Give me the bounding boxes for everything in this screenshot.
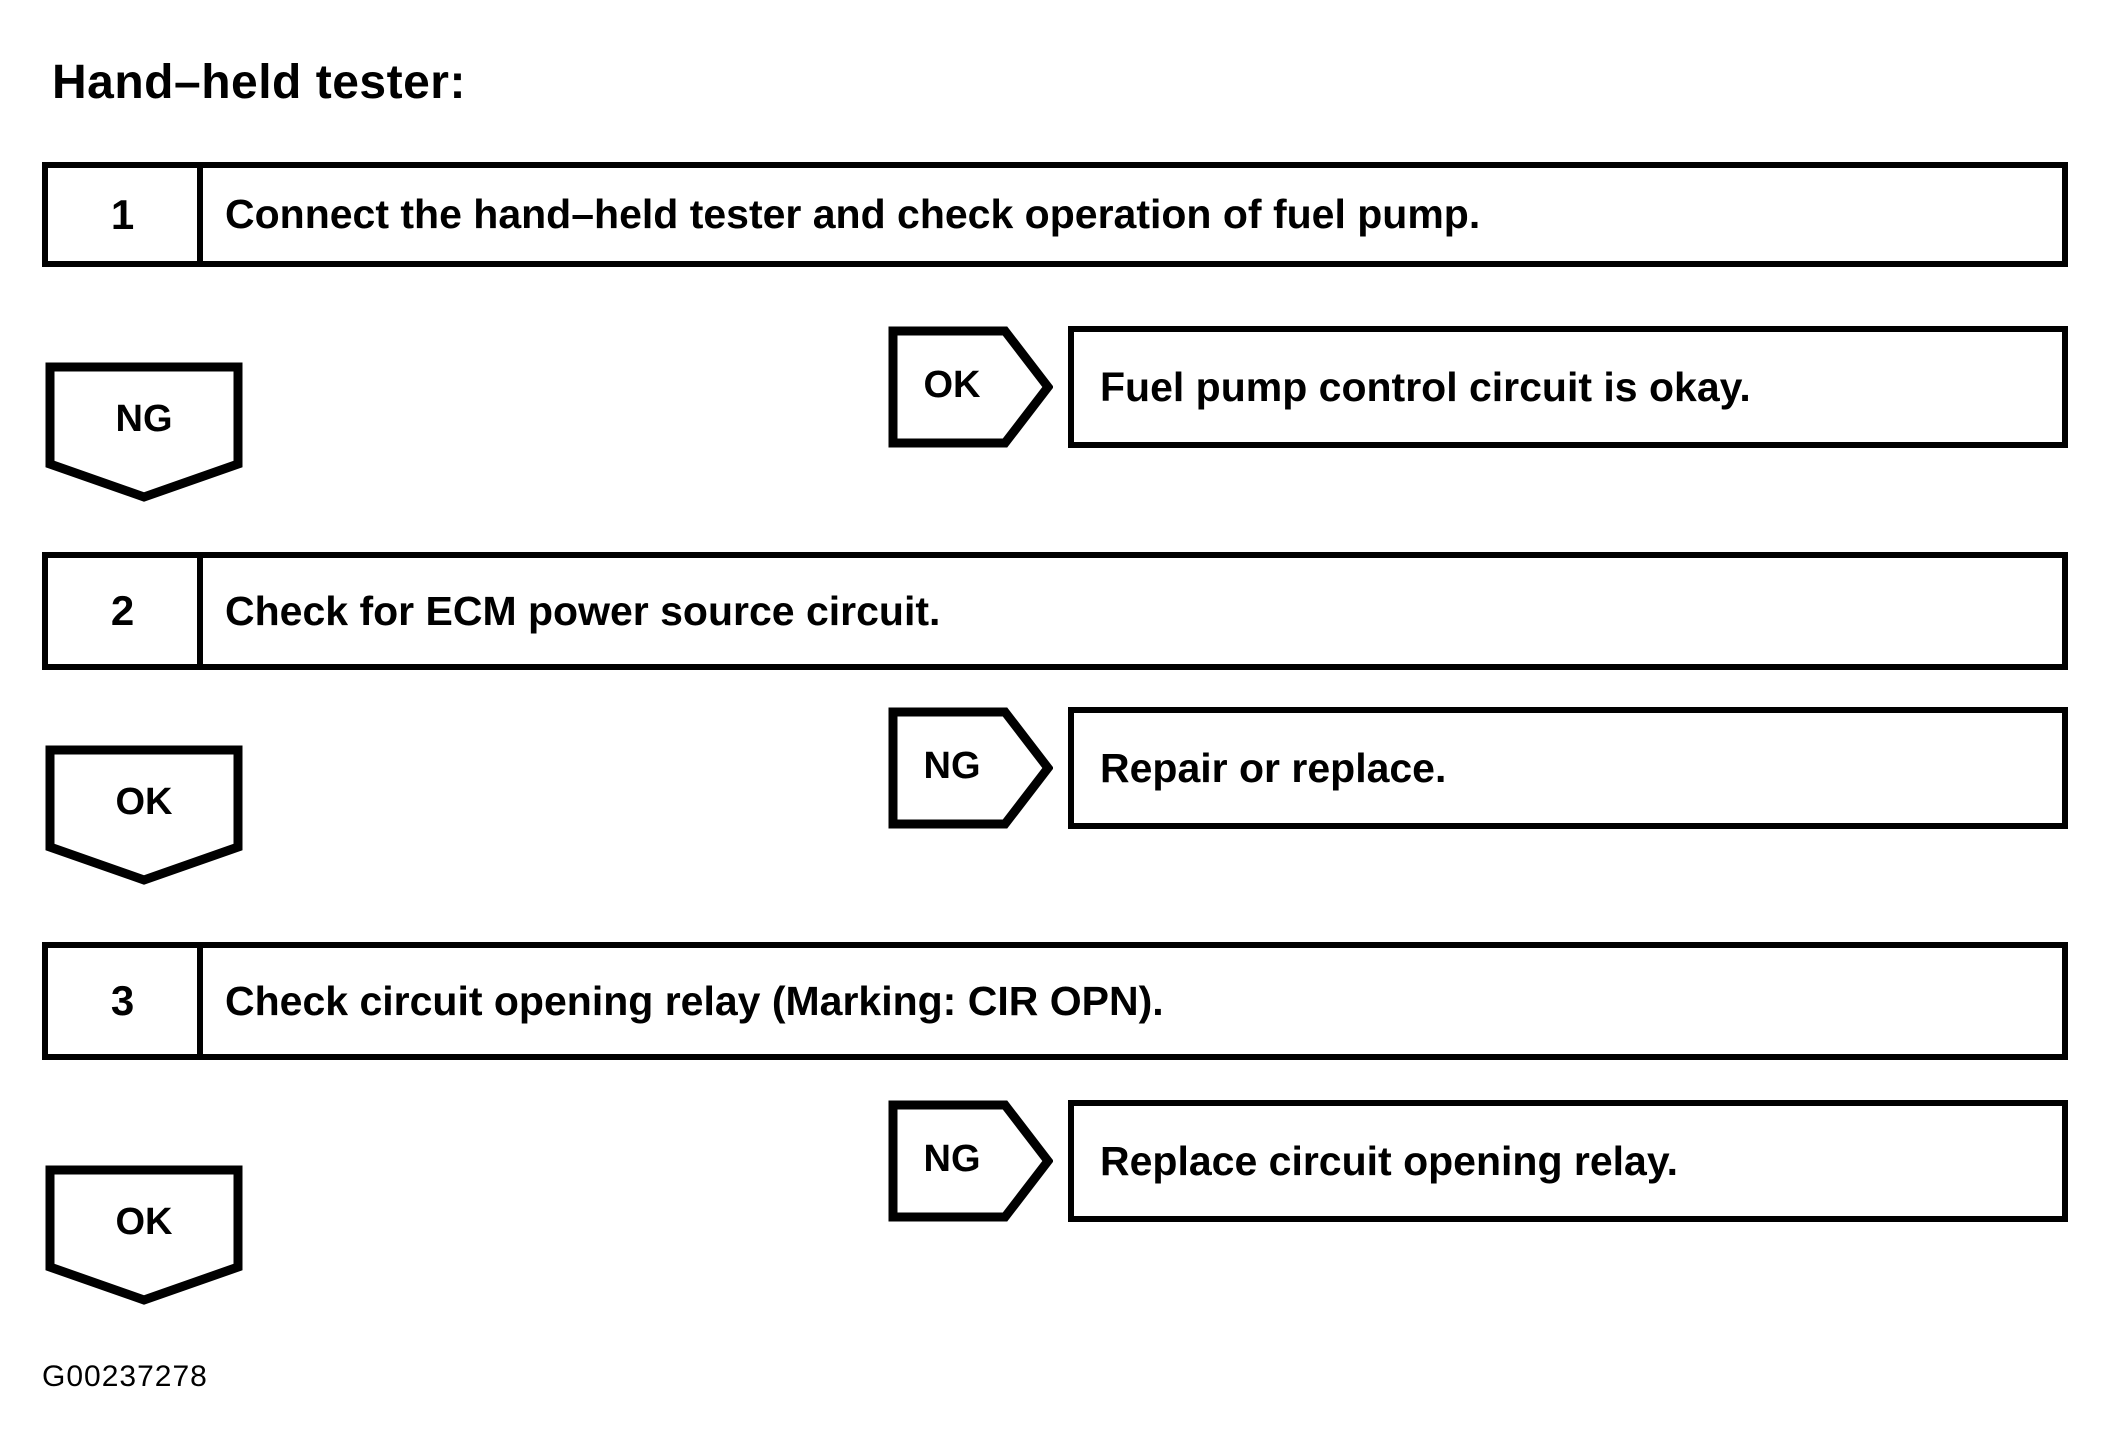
step-row-3: 3 Check circuit opening relay (Marking: … <box>42 942 2068 1060</box>
branch-side-arrow-2: NG <box>888 707 1053 829</box>
step-text-3: Check circuit opening relay (Marking: CI… <box>225 977 1164 1024</box>
branch-side-label-2: NG <box>923 745 981 787</box>
result-box-2: Repair or replace. <box>1068 707 2068 829</box>
down-arrow-icon <box>45 362 243 502</box>
branch-down-label-3: OK <box>115 1201 173 1243</box>
result-box-1: Fuel pump control circuit is okay. <box>1068 326 2068 448</box>
step-number-3: 3 <box>48 948 203 1054</box>
branch-side-label-3: NG <box>923 1138 981 1180</box>
branch-down-arrow-3: OK <box>45 1165 243 1305</box>
step-number-2: 2 <box>48 558 203 664</box>
step-number-1: 1 <box>48 168 203 261</box>
branch-side-arrow-1: OK <box>888 326 1053 448</box>
branch-side-label-1: OK <box>923 364 981 406</box>
reference-code: G00237278 <box>42 1360 208 1393</box>
right-arrow-icon <box>888 1100 1053 1222</box>
page-title: Hand–held tester: <box>52 56 466 109</box>
step-text-1: Connect the hand–held tester and check o… <box>225 191 1481 237</box>
step-text-2: Check for ECM power source circuit. <box>225 587 941 634</box>
right-arrow-icon <box>888 707 1053 829</box>
step-row-2: 2 Check for ECM power source circuit. <box>42 552 2068 670</box>
down-arrow-icon <box>45 745 243 885</box>
branch-down-label-1: NG <box>115 398 173 440</box>
result-box-3: Replace circuit opening relay. <box>1068 1100 2068 1222</box>
branch-down-label-2: OK <box>115 781 173 823</box>
branch-side-arrow-3: NG <box>888 1100 1053 1222</box>
branch-down-arrow-1: NG <box>45 362 243 502</box>
down-arrow-icon <box>45 1165 243 1305</box>
branch-down-arrow-2: OK <box>45 745 243 885</box>
step-row-1: 1 Connect the hand–held tester and check… <box>42 162 2068 267</box>
right-arrow-icon <box>888 326 1053 448</box>
